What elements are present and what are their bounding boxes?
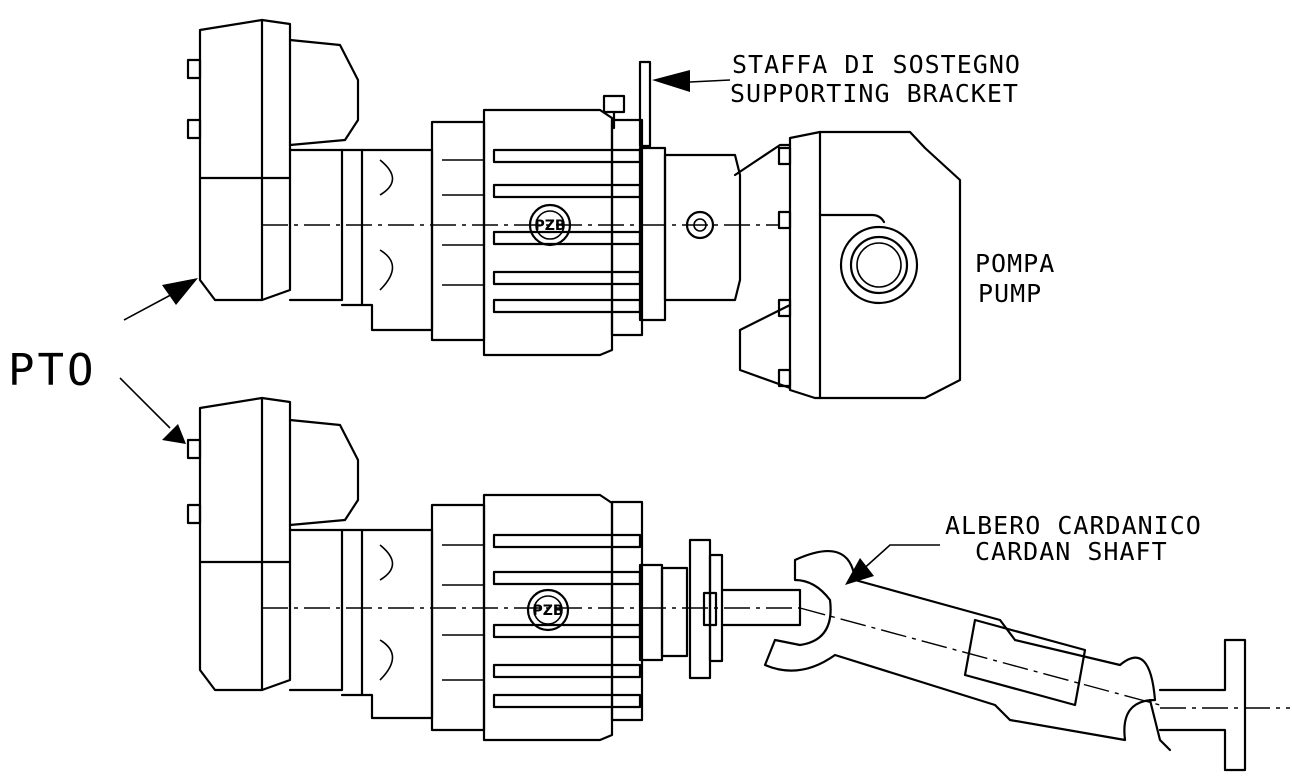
pump-label-it: POMPA xyxy=(975,249,1055,278)
top-supporting-bracket xyxy=(638,60,652,148)
bracket-label-en: SUPPORTING BRACKET xyxy=(730,79,1019,108)
top-assembly: PZB xyxy=(186,18,962,400)
cardan-label-en: CARDAN SHAFT xyxy=(975,537,1168,566)
top-pump xyxy=(738,130,962,400)
bottom-assembly: PZB xyxy=(186,396,1290,772)
bracket-label-it: STAFFA DI SOSTEGNO xyxy=(732,50,1021,79)
bottom-logo-text: PZB xyxy=(532,603,563,619)
pump-label-en: PUMP xyxy=(978,279,1042,308)
bottom-output-shaft xyxy=(660,538,802,680)
cardan-centerline xyxy=(799,607,1161,706)
bottom-pto-flange xyxy=(186,396,360,692)
cardan-label-it: ALBERO CARDANICO xyxy=(945,511,1202,540)
pto-top-arrow-icon xyxy=(162,278,198,305)
bottom-pto-housing xyxy=(288,528,434,720)
pto-bottom-arrow-icon xyxy=(162,424,186,444)
cardan-arrow-icon xyxy=(845,558,874,585)
cardan-shaft xyxy=(763,550,1247,772)
top-logo-text: PZB xyxy=(534,218,565,234)
bottom-pto-gearbox xyxy=(430,493,664,742)
top-pto-flange xyxy=(186,18,360,302)
bottom-rzb-logo: PZB xyxy=(526,588,570,632)
leaders xyxy=(119,70,940,585)
top-adaptor xyxy=(663,143,792,302)
bracket-arrow-icon xyxy=(652,70,690,92)
pto-label: PTO xyxy=(8,345,96,396)
top-pto-gearbox xyxy=(430,94,667,357)
top-pto-housing xyxy=(288,148,434,332)
